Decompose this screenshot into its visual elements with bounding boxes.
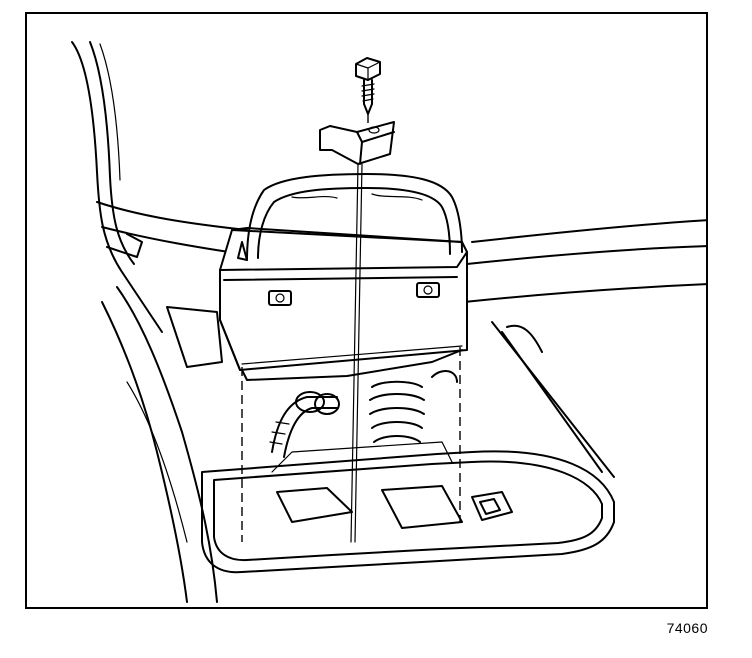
alignment-lines [241,114,461,543]
battery [219,227,468,381]
battery-removal-illustration [71,41,706,603]
hood-outline [463,219,706,303]
battery-handle [246,173,463,261]
hose-assembly [269,370,458,458]
hold-down-retainer [319,121,395,165]
figure-number: 74060 [666,620,708,636]
hold-down-bolt [355,57,381,115]
illustration-frame [25,12,708,609]
fender-outline [71,41,248,603]
